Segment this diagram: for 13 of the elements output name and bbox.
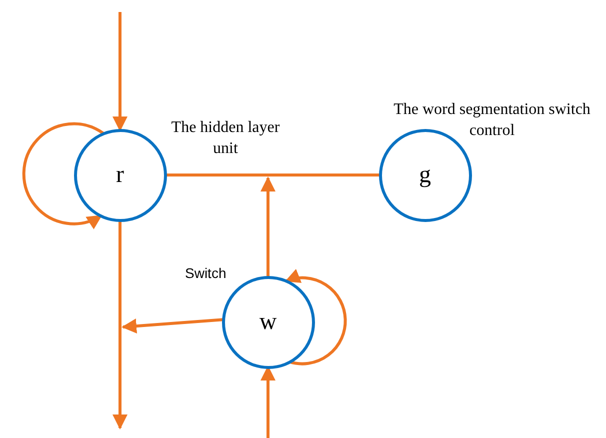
arrow [112, 12, 128, 132]
node-symbol: r [116, 163, 124, 187]
arrow [122, 318, 224, 334]
self-loop-arrow [284, 270, 347, 366]
node-symbol: w [259, 310, 277, 334]
connector-line [165, 174, 380, 176]
node-caption: Switch [185, 264, 228, 283]
node-symbol: g [419, 163, 431, 187]
arrow [260, 176, 276, 277]
self-loop-arrow [22, 122, 104, 229]
node-caption: The hidden layer unit [170, 118, 281, 159]
node-caption: The word segmentation switch control [392, 100, 592, 141]
arrow [112, 220, 128, 430]
